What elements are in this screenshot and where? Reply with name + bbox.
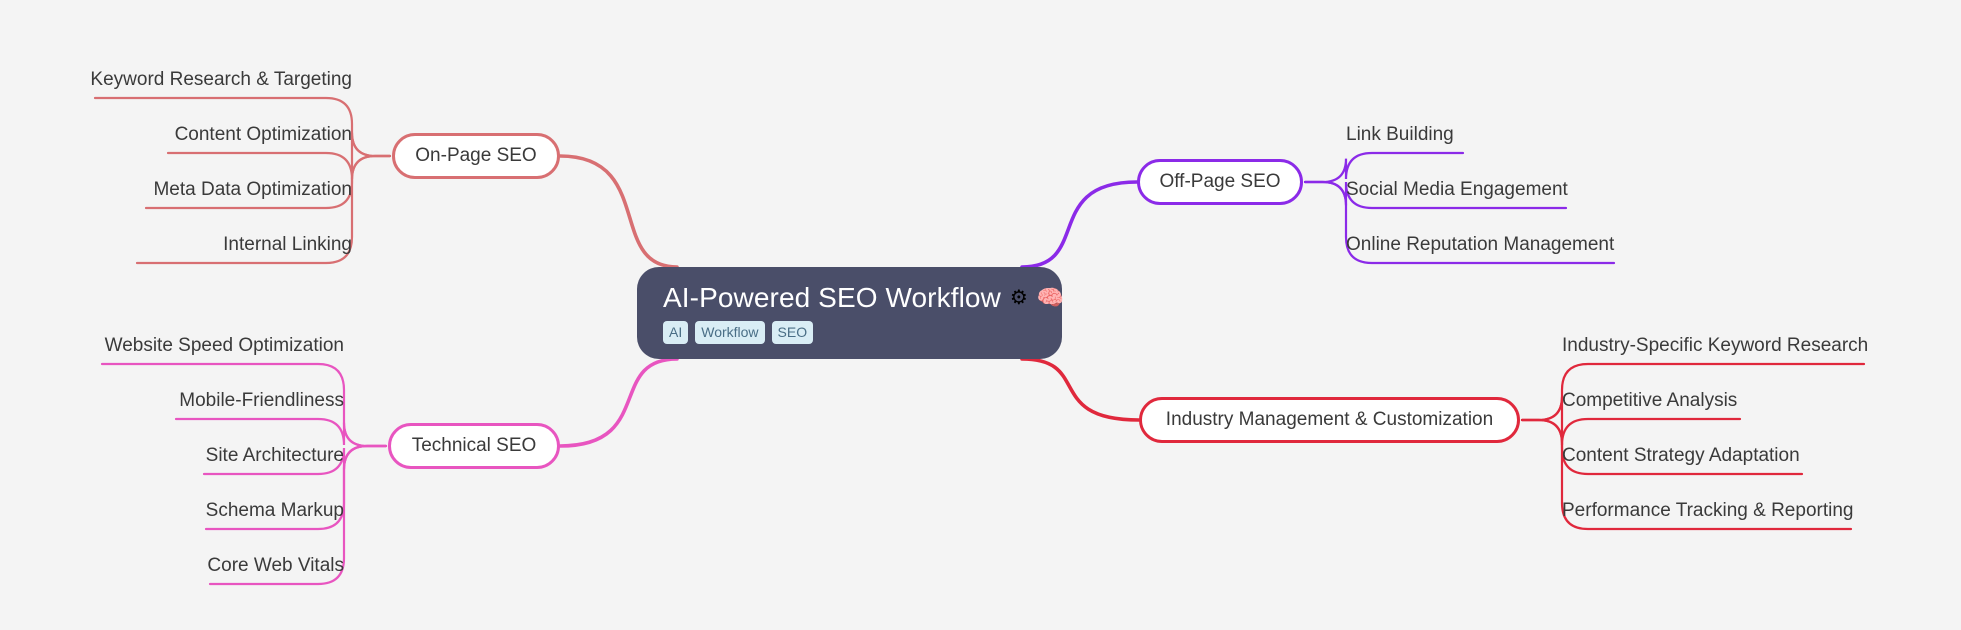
leaf-label[interactable]: Competitive Analysis — [1562, 390, 1738, 411]
connector-line — [174, 417, 388, 448]
branch-node-on-page-seo[interactable]: On-Page SEO — [392, 133, 560, 179]
branch-node-label: Technical SEO — [411, 435, 537, 456]
leaf-label[interactable]: Industry-Specific Keyword Research — [1562, 335, 1869, 356]
leaf-label[interactable]: Internal Linking — [223, 234, 352, 255]
branch-node-label: Industry Management & Customization — [1165, 409, 1494, 430]
leaf-label[interactable]: Website Speed Optimization — [104, 335, 344, 356]
leaf-label[interactable]: Content Strategy Adaptation — [1562, 445, 1800, 466]
root-tag[interactable]: SEO — [771, 321, 814, 344]
connector-line — [1020, 180, 1139, 269]
root-tag[interactable]: AI — [663, 321, 689, 344]
brain-icon: 🧠 — [1036, 285, 1065, 310]
leaf-label[interactable]: Social Media Engagement — [1346, 179, 1568, 200]
leaf-label[interactable]: Mobile-Friendliness — [179, 390, 344, 411]
leaf-label[interactable]: Schema Markup — [205, 500, 344, 521]
root-tag[interactable]: Workflow — [695, 321, 765, 344]
root-title-row: AI-Powered SEO Workflow ⚙ 🧠 — [663, 282, 1064, 313]
leaf-label[interactable]: Site Architecture — [205, 445, 344, 466]
leaf-label[interactable]: Performance Tracking & Reporting — [1562, 500, 1854, 521]
leaf-label[interactable]: Link Building — [1346, 124, 1454, 145]
root-node[interactable]: AI-Powered SEO Workflow ⚙ 🧠 AI Workflow SEO — [637, 267, 1064, 359]
branch-node-technical-seo[interactable]: Technical SEO — [388, 423, 560, 469]
leaf-label[interactable]: Meta Data Optimization — [153, 179, 352, 200]
branch-node-label: Off-Page SEO — [1159, 171, 1281, 192]
root-title: AI-Powered SEO Workflow — [663, 282, 1001, 313]
root-tag-list: AI Workflow SEO — [663, 321, 1036, 344]
leaf-label[interactable]: Keyword Research & Targeting — [90, 69, 352, 90]
branch-node-industry-management[interactable]: Industry Management & Customization — [1139, 397, 1520, 443]
branch-node-label: On-Page SEO — [415, 145, 537, 166]
leaf-label[interactable]: Content Optimization — [174, 124, 352, 145]
connector-line — [1303, 151, 1465, 184]
connector-line — [558, 154, 679, 269]
connector-line — [558, 357, 679, 448]
connector-line — [1020, 357, 1141, 422]
gear-icon: ⚙ — [1009, 287, 1028, 309]
leaf-label[interactable]: Online Reputation Management — [1346, 234, 1615, 255]
leaf-label[interactable]: Core Web Vitals — [207, 555, 344, 576]
branch-node-off-page-seo[interactable]: Off-Page SEO — [1137, 159, 1303, 205]
